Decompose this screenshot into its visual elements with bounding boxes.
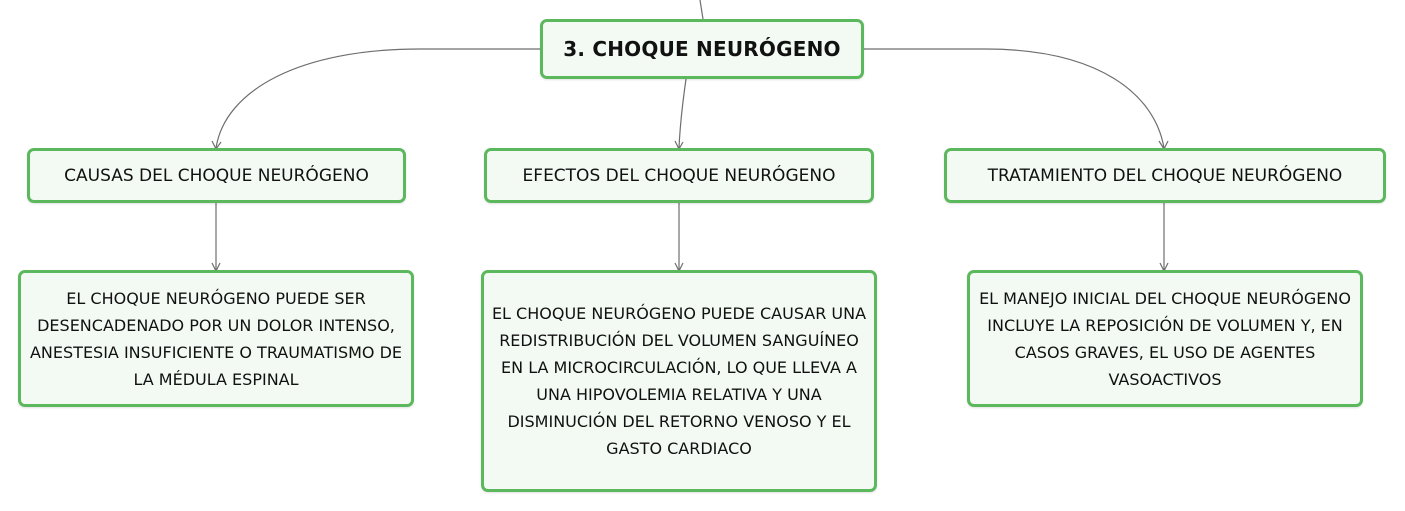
topic-node-tratamiento[interactable]: TRATAMIENTO DEL CHOQUE NEURÓGENO: [944, 148, 1386, 203]
connector-central-to-tratamiento: [864, 48, 1165, 149]
detail-text-efectos: EL CHOQUE NEURÓGENO PUEDE CAUSAR UNA RED…: [491, 304, 867, 458]
topic-label-efectos: EFECTOS DEL CHOQUE NEURÓGENO: [522, 165, 836, 186]
topic-label-causas: CAUSAS DEL CHOQUE NEURÓGENO: [64, 165, 369, 186]
detail-node-tratamiento[interactable]: EL MANEJO INICIAL DEL CHOQUE NEURÓGENO I…: [967, 270, 1363, 407]
connector-central-to-causas: [215, 48, 540, 149]
connector-central-to-efectos: [678, 78, 687, 149]
detail-node-causas[interactable]: EL CHOQUE NEURÓGENO PUEDE SER DESENCADEN…: [18, 270, 414, 407]
topic-node-efectos[interactable]: EFECTOS DEL CHOQUE NEURÓGENO: [484, 148, 874, 203]
detail-node-efectos[interactable]: EL CHOQUE NEURÓGENO PUEDE CAUSAR UNA RED…: [481, 270, 877, 492]
topic-label-tratamiento: TRATAMIENTO DEL CHOQUE NEURÓGENO: [987, 165, 1343, 186]
topic-node-causas[interactable]: CAUSAS DEL CHOQUE NEURÓGENO: [27, 148, 406, 203]
central-topic-node[interactable]: 3. CHOQUE NEURÓGENO: [540, 19, 864, 79]
detail-text-tratamiento: EL MANEJO INICIAL DEL CHOQUE NEURÓGENO I…: [979, 288, 1351, 389]
central-topic-label: 3. CHOQUE NEURÓGENO: [563, 37, 841, 61]
connector-parent-to-central: [699, 0, 704, 20]
detail-text-causas: EL CHOQUE NEURÓGENO PUEDE SER DESENCADEN…: [29, 288, 403, 389]
